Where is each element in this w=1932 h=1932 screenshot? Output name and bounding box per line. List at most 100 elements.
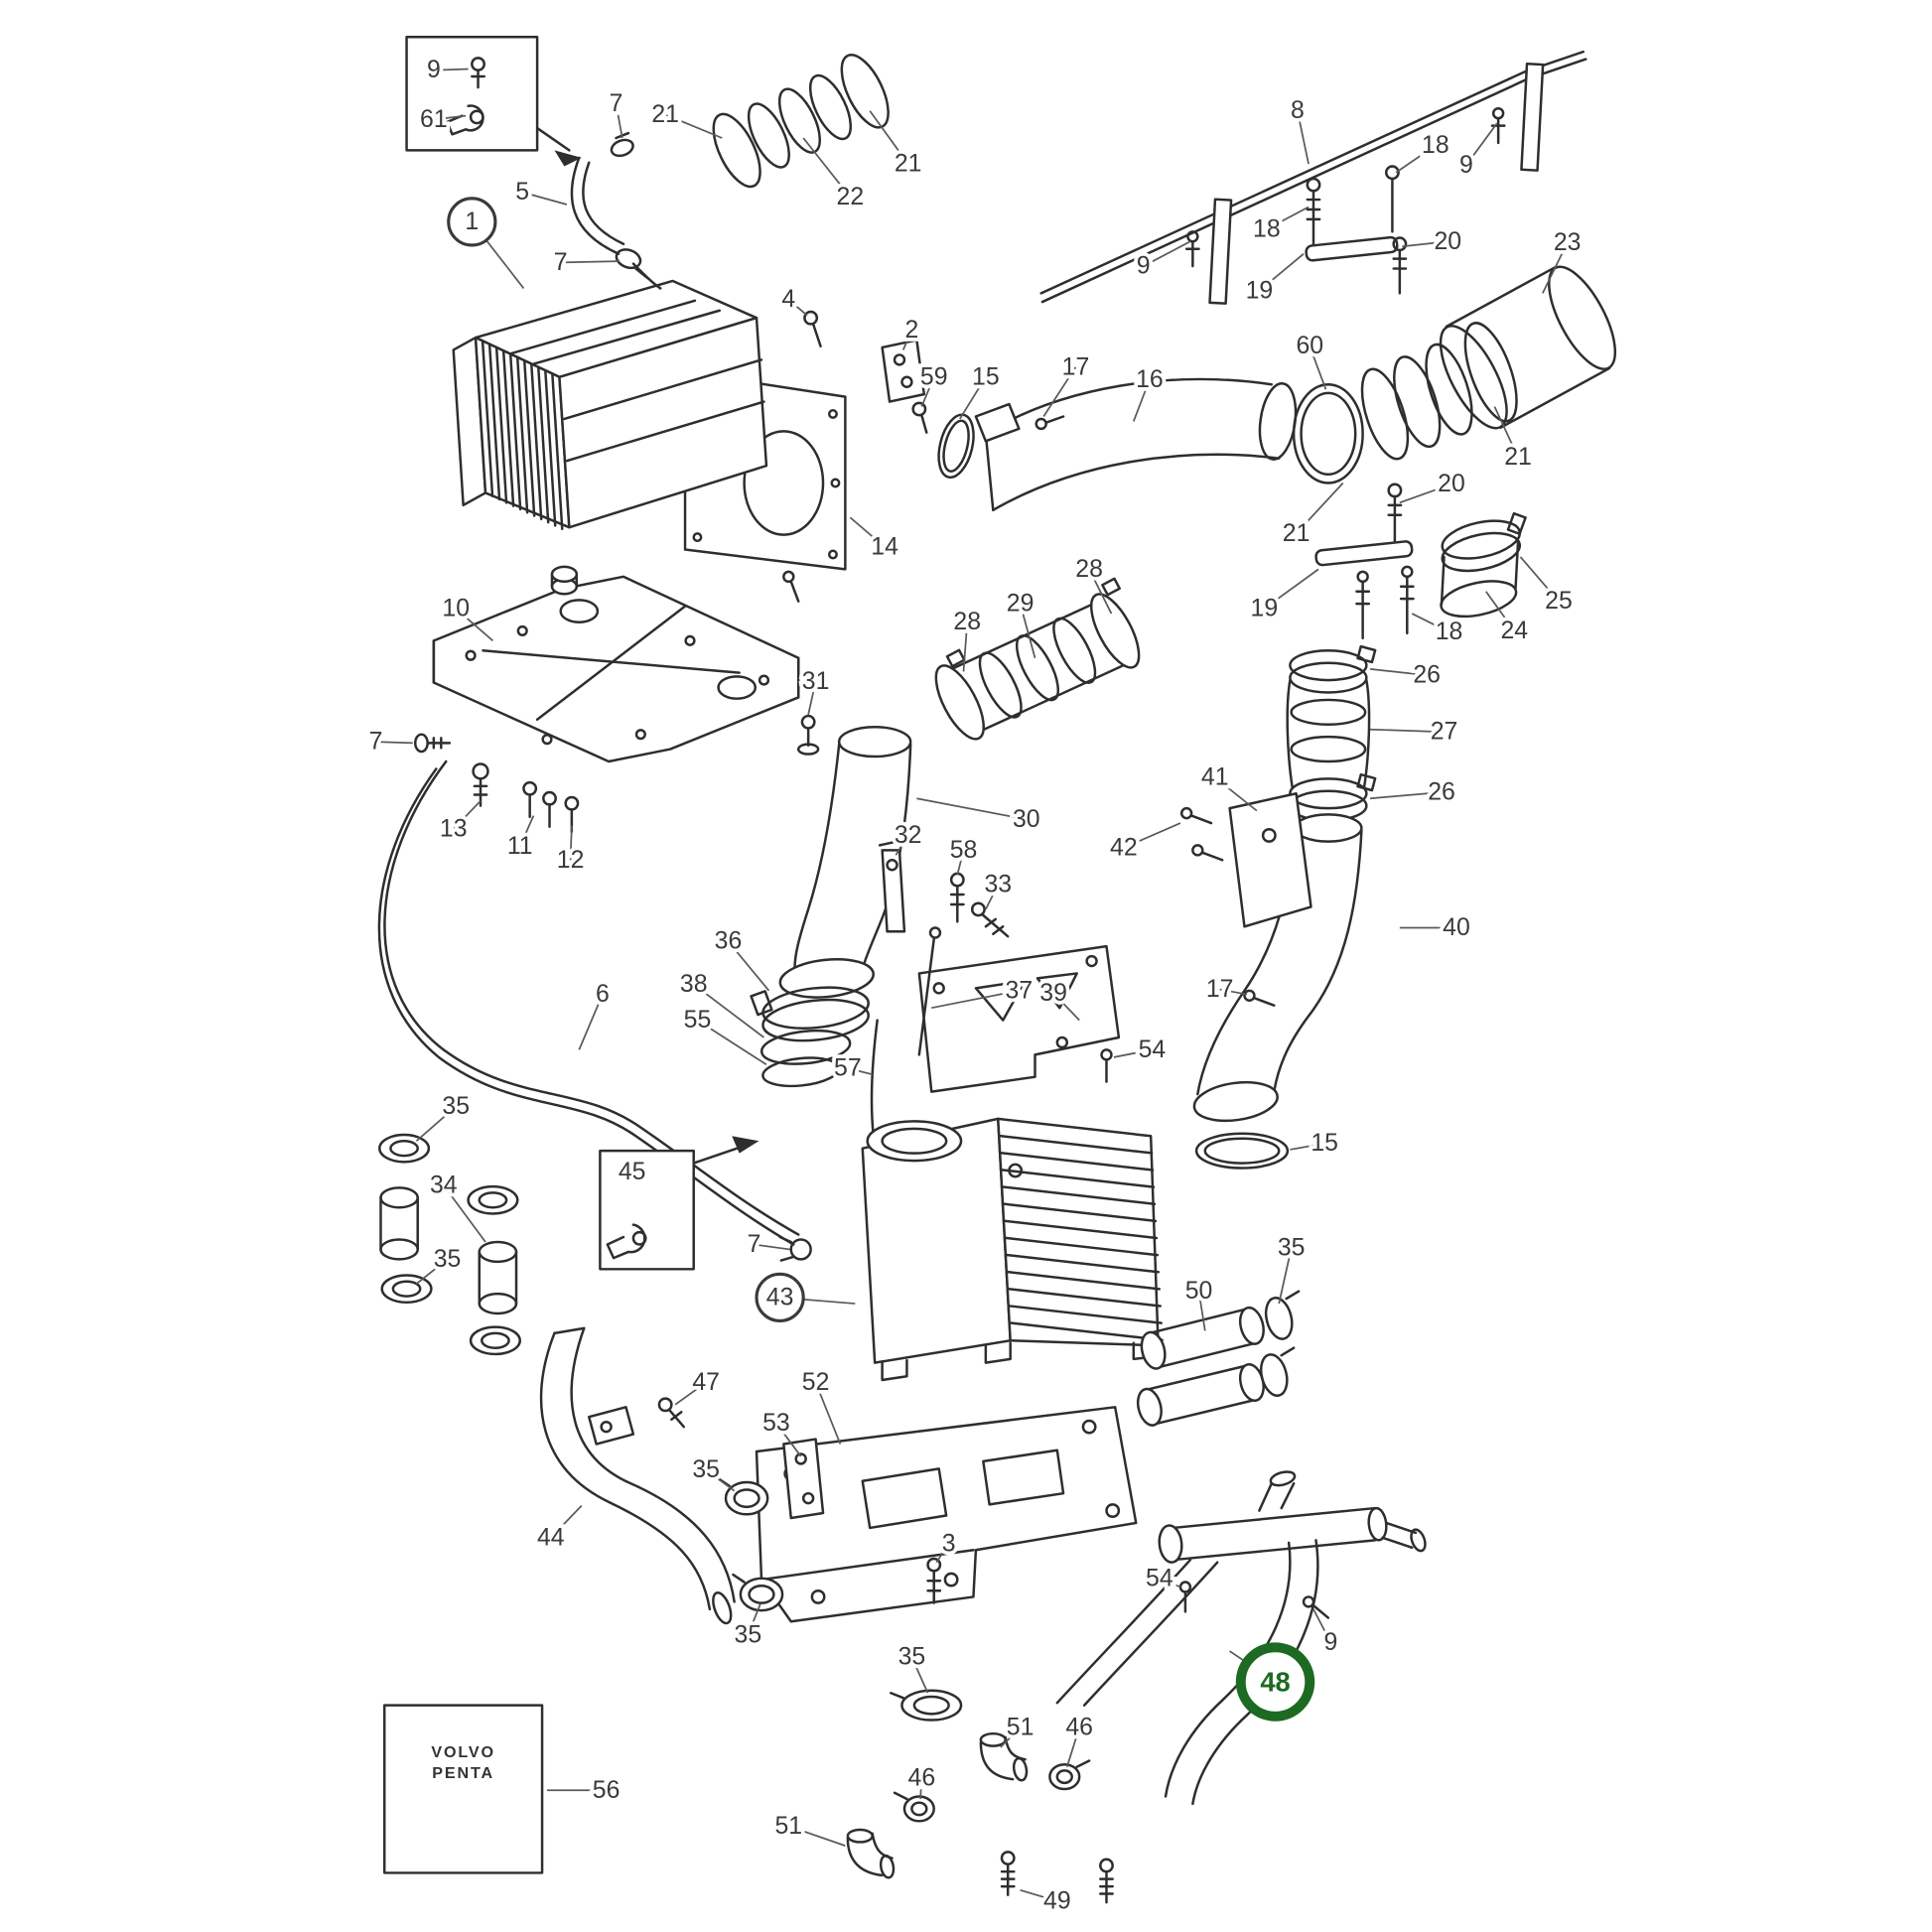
svg-text:21: 21 [1504,444,1532,471]
svg-text:46: 46 [1065,1714,1093,1740]
part-callout-15: 15 [959,360,1003,420]
svg-text:6: 6 [596,981,610,1008]
svg-text:1: 1 [465,208,479,235]
svg-text:21: 21 [895,151,922,178]
part-callout-18: 18 [1411,613,1466,649]
bolt-54-upper [1100,1048,1113,1083]
svg-text:22: 22 [837,184,865,210]
bolt-13 [472,762,489,807]
part-callout-5: 5 [512,175,568,209]
screw-33 [970,901,1010,938]
svg-text:35: 35 [442,1093,470,1120]
svg-text:60: 60 [1296,333,1323,359]
part-callout-17: 17 [1202,972,1248,1007]
part-callout-9: 9 [1312,1608,1341,1660]
part-callout-36: 36 [711,924,770,992]
svg-text:47: 47 [692,1369,720,1396]
elbow-pipe-30 [778,725,912,999]
svg-text:9: 9 [427,57,441,83]
charge-pipe-40 [1192,813,1363,1123]
svg-text:14: 14 [871,534,898,561]
part-callout-25: 25 [1519,556,1576,619]
part-callout-28: 28 [950,606,985,672]
svg-text:46: 46 [908,1764,936,1791]
pipe-44 [539,1326,736,1625]
air-hose-23 [1439,265,1617,430]
svg-text:42: 42 [1110,834,1138,861]
part-callout-32: 32 [891,818,925,856]
svg-text:41: 41 [1201,764,1229,791]
svg-text:8: 8 [1291,97,1305,124]
part-callout-18: 18 [1249,206,1310,246]
part-callout-54: 54 [1113,1033,1170,1067]
part-callout-26: 26 [1369,775,1459,809]
part-callout-53: 53 [759,1406,802,1457]
svg-text:48: 48 [1260,1667,1290,1698]
svg-text:20: 20 [1438,471,1465,497]
svg-text:5: 5 [515,179,529,206]
svg-text:54: 54 [1139,1036,1167,1063]
svg-text:18: 18 [1436,619,1463,645]
svg-text:21: 21 [651,101,679,128]
part-callout-55: 55 [680,1003,767,1066]
svg-text:29: 29 [1007,591,1035,618]
bracket-47 [587,1397,686,1446]
svg-text:26: 26 [1413,662,1441,689]
detail-box-61 [405,35,582,167]
svg-text:54: 54 [1146,1565,1173,1591]
part-callout-41: 41 [1197,760,1258,812]
svg-text:7: 7 [610,90,623,117]
part-callout-49: 49 [1020,1884,1074,1918]
svg-text:53: 53 [762,1410,790,1437]
part-callout-51: 51 [771,1809,846,1847]
part-callout-9: 9 [1455,122,1498,183]
svg-text:35: 35 [692,1456,720,1483]
part-callout-1: 1 [447,197,525,289]
svg-text:35: 35 [735,1621,762,1648]
part-callout-7: 7 [550,245,621,280]
part-callout-29: 29 [1003,587,1037,658]
detail-box-45 [599,1136,759,1271]
part-callout-24: 24 [1485,591,1532,648]
angle-bracket-53 [782,1438,825,1520]
volvo-penta-logo-line2: PENTA [432,1764,494,1782]
grommet-stack-right [467,1184,521,1356]
part-callout-28: 28 [1072,552,1113,615]
svg-text:18: 18 [1422,132,1449,159]
bolt-31 [796,714,820,756]
clip-7-hose-6 [778,1235,812,1262]
svg-text:31: 31 [802,668,830,695]
part-callout-61: 61 [416,102,467,137]
svg-text:9: 9 [1459,152,1473,179]
part-callout-35: 35 [895,1640,929,1694]
svg-text:20: 20 [1434,228,1461,255]
svg-text:19: 19 [1251,596,1279,622]
svg-text:35: 35 [898,1644,926,1671]
part-callout-38: 38 [676,967,764,1038]
hose-6 [377,759,800,1246]
part-callout-35: 35 [1274,1231,1309,1305]
bracket-39 [917,944,1121,1093]
svg-text:38: 38 [680,971,708,998]
volvo-penta-logo-line1: VOLVO [431,1743,495,1761]
part-callout-27: 27 [1370,715,1461,749]
svg-text:58: 58 [950,837,978,864]
bolt-7-left [414,733,452,754]
tubes-50 [1136,1306,1265,1427]
part-callout-43: 43 [755,1272,856,1322]
drain-hose-5 [570,131,662,290]
part-callout-52: 52 [798,1365,842,1445]
bolt-3 [926,1557,942,1604]
part-callout-22: 22 [802,137,868,214]
part-callout-7: 7 [744,1227,790,1262]
elbow-51b [846,1828,896,1879]
svg-text:45: 45 [619,1159,646,1185]
part-callout-3: 3 [935,1527,959,1564]
svg-text:51: 51 [1007,1714,1035,1740]
svg-text:26: 26 [1428,779,1455,806]
nipples-49 [1000,1851,1114,1904]
svg-text:40: 40 [1443,914,1470,941]
svg-text:43: 43 [766,1284,794,1311]
